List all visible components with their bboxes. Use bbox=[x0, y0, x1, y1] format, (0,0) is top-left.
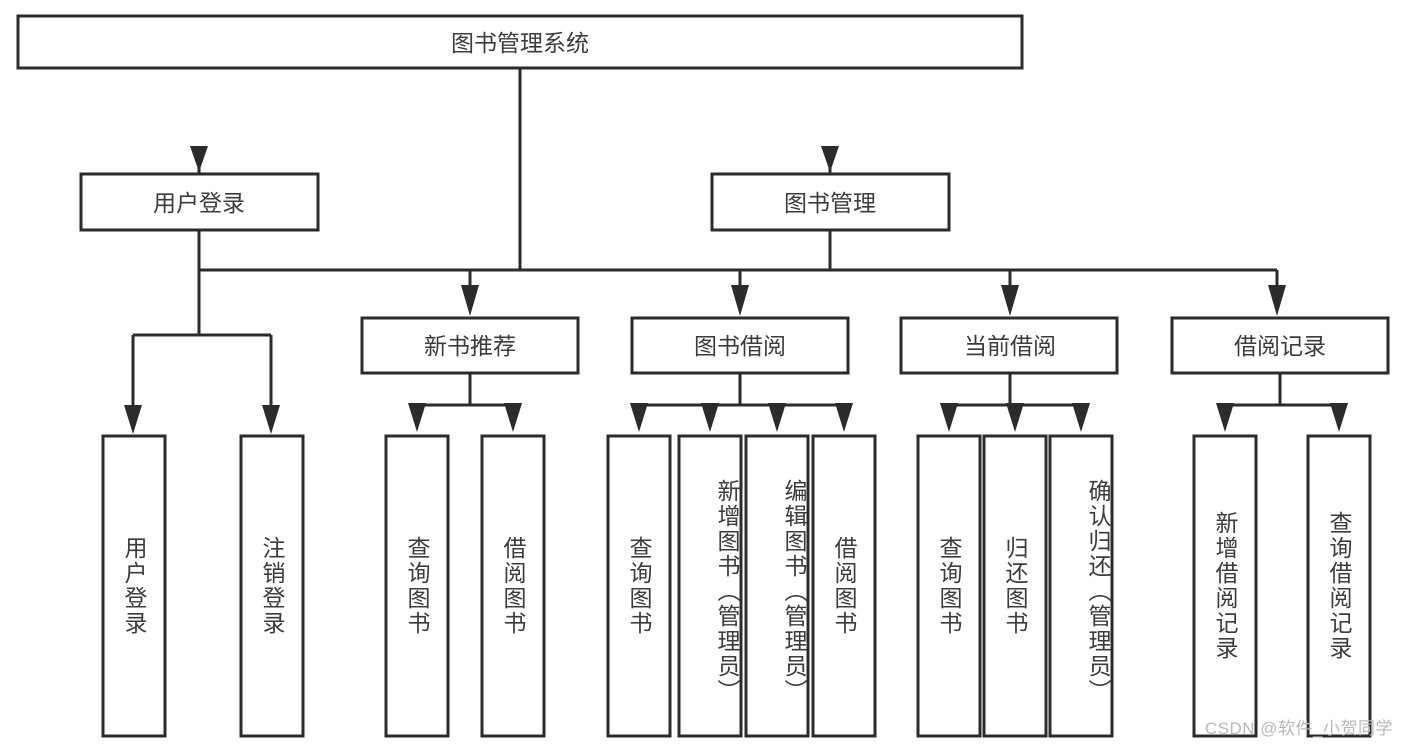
node-user-login[interactable]: 用户登录 bbox=[79, 172, 320, 232]
arrow-to-current-borrow bbox=[1001, 285, 1019, 316]
arrow-to-book-borrow bbox=[731, 285, 749, 316]
arrow-to-leaf-edit-book bbox=[768, 403, 786, 432]
arrow-to-leaf-confirm-return bbox=[1072, 403, 1090, 432]
node-book-management[interactable]: 图书管理 bbox=[710, 172, 951, 232]
csdn-watermark: CSDN @软件_小贺同学 bbox=[1204, 719, 1393, 738]
leaf-box-confirm-return[interactable] bbox=[1048, 434, 1114, 738]
leaf-box-edit-book[interactable] bbox=[744, 434, 810, 738]
new-book-recommend-label: 新书推荐 bbox=[424, 333, 516, 359]
arrow-to-leaf-user-login bbox=[124, 405, 142, 434]
arrow-to-leaf-add-record bbox=[1216, 403, 1234, 432]
leaf-box-logout[interactable] bbox=[239, 434, 305, 738]
node-root[interactable]: 图书管理系统 bbox=[16, 14, 1024, 70]
book-borrow-label: 图书借阅 bbox=[694, 333, 786, 359]
leaf-box-add-book[interactable] bbox=[677, 434, 743, 738]
arrow-to-leaf-logout bbox=[262, 405, 280, 434]
node-current-borrow[interactable]: 当前借阅 bbox=[899, 316, 1119, 375]
arrow-to-book-management bbox=[821, 146, 839, 172]
leaf-box-user-login[interactable] bbox=[101, 434, 167, 738]
leaf-box-borrow-book-2[interactable] bbox=[811, 434, 877, 738]
node-new-book-recommend[interactable]: 新书推荐 bbox=[360, 316, 580, 375]
leaf-box-query-book-2[interactable] bbox=[606, 434, 672, 738]
arrow-to-leaf-borrow-book-1 bbox=[504, 403, 522, 432]
arrow-to-new-book-recommend bbox=[461, 285, 479, 316]
leaf-box-query-book-3[interactable] bbox=[916, 434, 982, 738]
user-login-label: 用户登录 bbox=[153, 190, 245, 216]
book-borrow-box[interactable] bbox=[630, 316, 850, 375]
arrow-to-leaf-borrow-book-2 bbox=[835, 403, 853, 432]
current-borrow-label: 当前借阅 bbox=[964, 333, 1056, 359]
arrow-to-leaf-add-book bbox=[701, 403, 719, 432]
arrow-to-leaf-query-book-1 bbox=[408, 403, 426, 432]
arrow-to-user-login bbox=[190, 146, 208, 172]
book-management-label: 图书管理 bbox=[784, 190, 876, 216]
arrow-to-leaf-query-book-3 bbox=[940, 403, 958, 432]
borrow-record-label: 借阅记录 bbox=[1234, 333, 1326, 359]
arrow-to-leaf-query-book-2 bbox=[630, 403, 648, 432]
leaf-box-query-book-1[interactable] bbox=[384, 434, 450, 738]
new-book-recommend-box[interactable] bbox=[360, 316, 580, 375]
node-book-borrow[interactable]: 图书借阅 bbox=[630, 316, 850, 375]
current-borrow-box[interactable] bbox=[899, 316, 1119, 375]
node-borrow-record[interactable]: 借阅记录 bbox=[1170, 316, 1390, 375]
arrow-to-borrow-record bbox=[1268, 285, 1286, 316]
leaf-box-query-record[interactable] bbox=[1306, 434, 1372, 738]
book-management-box[interactable] bbox=[710, 172, 951, 232]
leaf-box-add-record[interactable] bbox=[1192, 434, 1258, 738]
arrow-to-leaf-query-record bbox=[1330, 403, 1348, 432]
leaf-box-borrow-book-1[interactable] bbox=[480, 434, 546, 738]
arrow-to-leaf-return-book bbox=[1006, 403, 1024, 432]
root-label: 图书管理系统 bbox=[451, 30, 589, 56]
root-box[interactable] bbox=[16, 14, 1024, 70]
borrow-record-box[interactable] bbox=[1170, 316, 1390, 375]
leaf-box-return-book[interactable] bbox=[982, 434, 1048, 738]
